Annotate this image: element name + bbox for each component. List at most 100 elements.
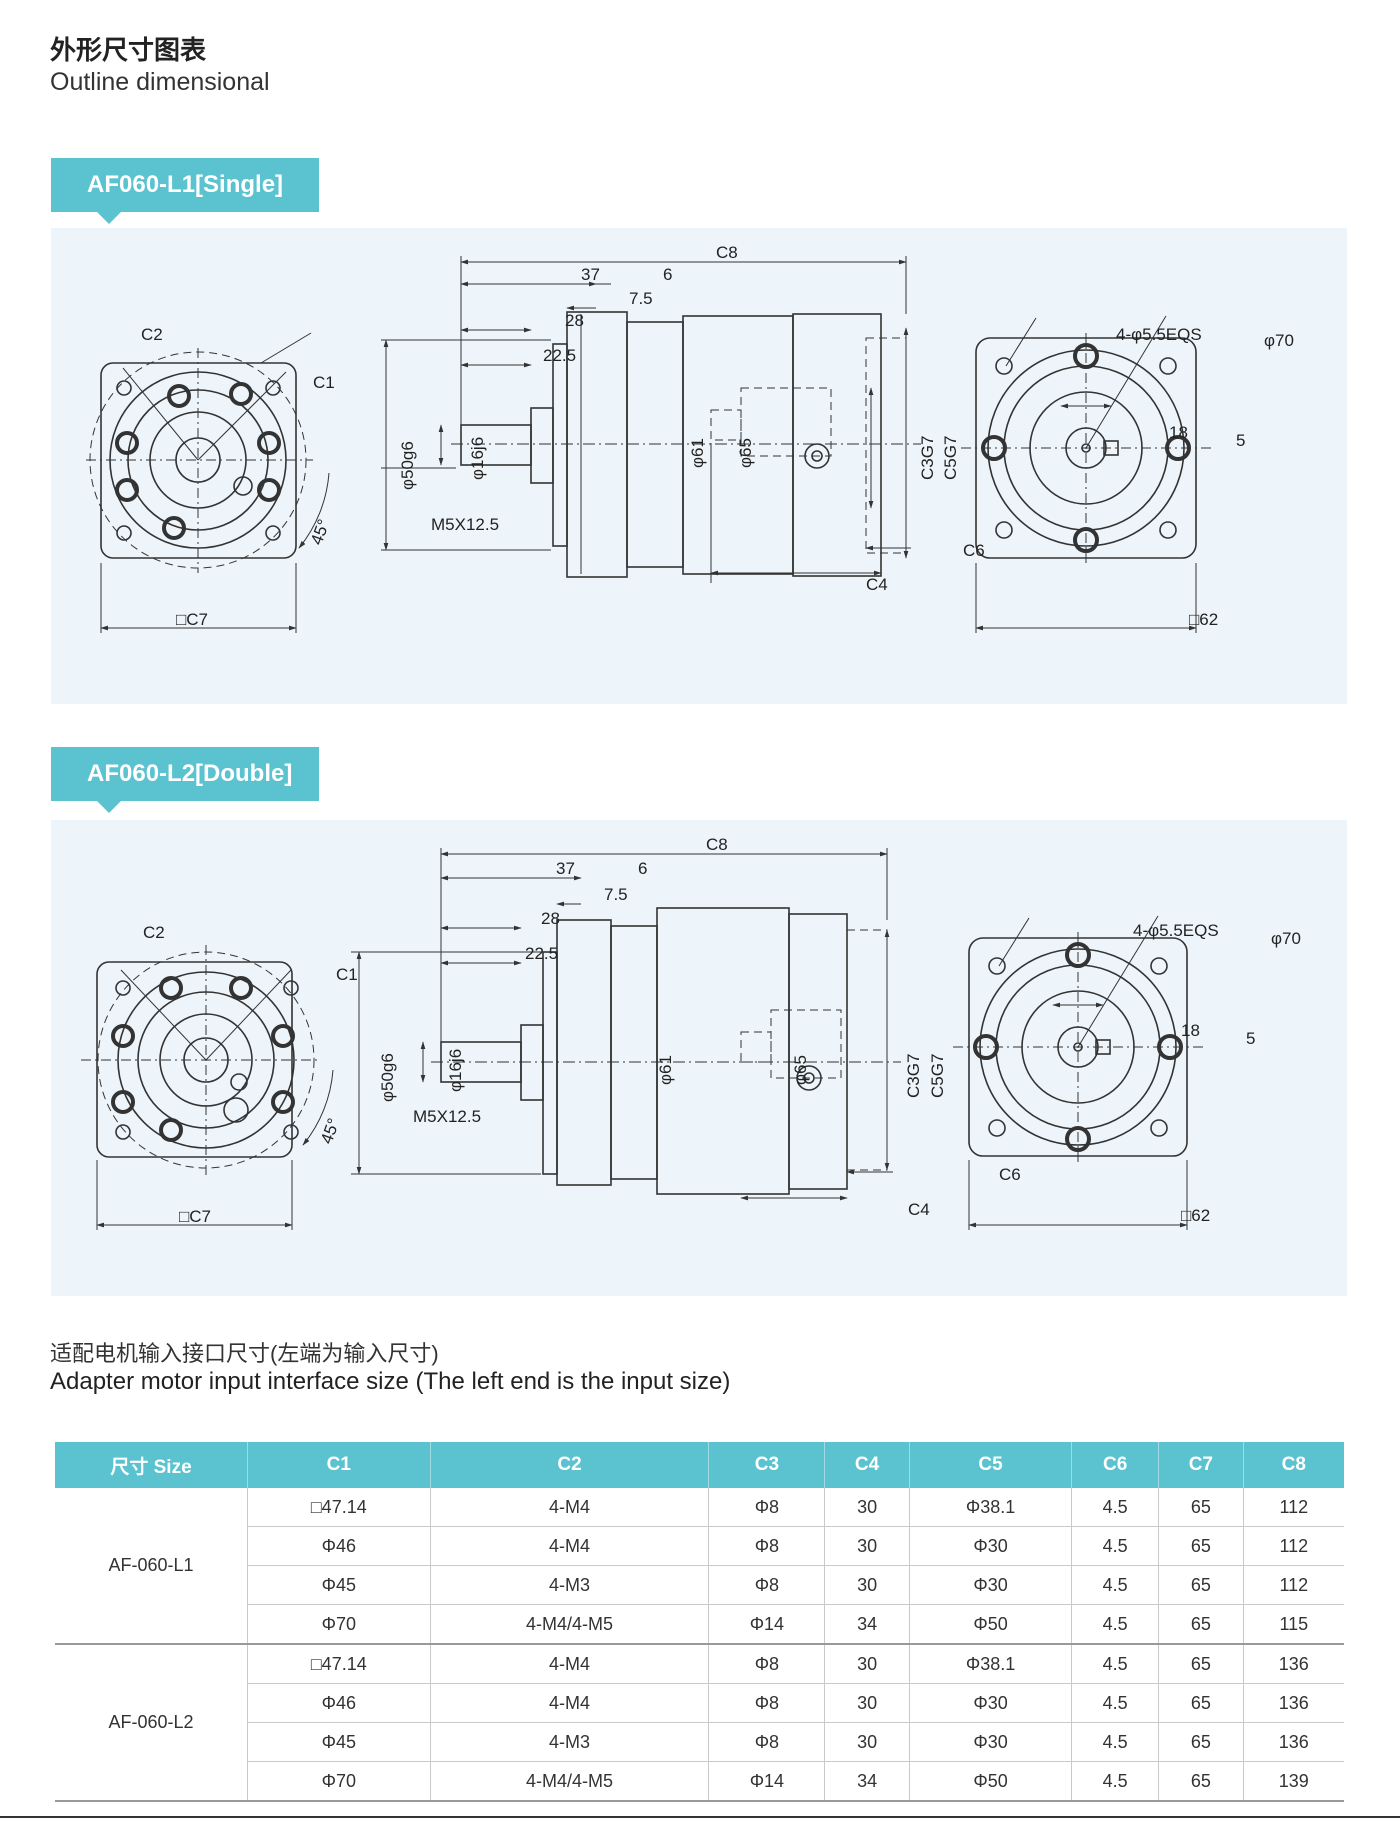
table-cell: 30 xyxy=(824,1683,910,1723)
table-cell: 65 xyxy=(1158,1761,1244,1802)
label-c2: C2 xyxy=(143,923,165,942)
table-cell: Φ8 xyxy=(708,1683,826,1723)
table-cell: Φ46 xyxy=(247,1526,431,1566)
table-cell: Φ70 xyxy=(247,1761,431,1802)
header-c5: C5 xyxy=(909,1442,1073,1488)
table-cell: 65 xyxy=(1158,1565,1244,1605)
table-cell: 136 xyxy=(1243,1644,1344,1684)
label-7-5: 7.5 xyxy=(604,885,628,904)
table-cell: 65 xyxy=(1158,1722,1244,1762)
table-cell: Φ8 xyxy=(708,1488,826,1527)
table-cell: 30 xyxy=(824,1644,910,1684)
label-c5: C5G7 xyxy=(928,1054,947,1098)
label-22-5: 22.5 xyxy=(525,944,558,963)
table-cell: Φ8 xyxy=(708,1722,826,1762)
label-c6: C6 xyxy=(999,1165,1021,1184)
label-6: 6 xyxy=(663,265,672,284)
label-37: 37 xyxy=(556,859,575,878)
table-cell: 4.5 xyxy=(1071,1488,1160,1527)
table-cell: Φ45 xyxy=(247,1722,431,1762)
table-cell: 4-M4/4-M5 xyxy=(430,1761,710,1802)
table-cell: Φ30 xyxy=(909,1683,1073,1723)
table-cell: Φ70 xyxy=(247,1604,431,1645)
header-c4: C4 xyxy=(824,1442,910,1488)
table-cell: 112 xyxy=(1243,1526,1344,1566)
table-cell: 4-M4 xyxy=(430,1683,710,1723)
label-phi16: φ16j6 xyxy=(446,1049,465,1092)
label-62: □62 xyxy=(1181,1206,1210,1225)
table-cell: 4.5 xyxy=(1071,1722,1160,1762)
drawing-panel-single: C2 C1 45° □C7 C8 37 6 7.5 28 22.5 φ50g6 … xyxy=(51,228,1347,704)
table-cell: 4-M3 xyxy=(430,1565,710,1605)
table-cell: Φ30 xyxy=(909,1526,1073,1566)
table-header-row: 尺寸 Size C1 C2 C3 C4 C5 C6 C7 C8 xyxy=(55,1442,1344,1488)
label-m5: M5X12.5 xyxy=(431,515,499,534)
page-title-en: Outline dimensional xyxy=(50,68,270,96)
header-c1: C1 xyxy=(247,1442,431,1488)
header-c6: C6 xyxy=(1071,1442,1160,1488)
label-c4: C4 xyxy=(908,1200,930,1219)
table-cell: Φ14 xyxy=(708,1604,826,1645)
model-cell: AF-060-L1 xyxy=(55,1488,248,1645)
table-cell: 4.5 xyxy=(1071,1644,1160,1684)
label-c8: C8 xyxy=(706,835,728,854)
label-phi50: φ50g6 xyxy=(378,1053,397,1102)
table-cell: 30 xyxy=(824,1565,910,1605)
table-cell: Φ14 xyxy=(708,1761,826,1802)
table-cell: 136 xyxy=(1243,1683,1344,1723)
label-5: 5 xyxy=(1246,1029,1255,1048)
page-title-zh: 外形尺寸图表 xyxy=(50,35,207,65)
table-cell: 112 xyxy=(1243,1488,1344,1527)
label-6: 6 xyxy=(638,859,647,878)
table-cell: 4-M3 xyxy=(430,1722,710,1762)
table-cell: □47.14 xyxy=(247,1644,431,1684)
table-cell: 34 xyxy=(824,1761,910,1802)
label-c3: C3G7 xyxy=(918,436,937,480)
header-c7: C7 xyxy=(1158,1442,1244,1488)
table-cell: 65 xyxy=(1158,1488,1244,1527)
table-cell: □47.14 xyxy=(247,1488,431,1527)
table-cell: Φ38.1 xyxy=(909,1488,1073,1527)
drawing-tag-double: AF060-L2[Double] xyxy=(51,747,319,813)
front-view xyxy=(86,332,330,633)
table-cell: 65 xyxy=(1158,1604,1244,1645)
label-holes: 4-φ5.5EQS xyxy=(1116,325,1202,344)
label-phi70: φ70 xyxy=(1264,331,1294,350)
section-title-zh: 适配电机输入接口尺寸(左端为输入尺寸) xyxy=(50,1341,439,1366)
header-c8: C8 xyxy=(1243,1442,1344,1488)
table-cell: 4.5 xyxy=(1071,1761,1160,1802)
table-cell: 4.5 xyxy=(1071,1526,1160,1566)
table-cell: Φ8 xyxy=(708,1644,826,1684)
front-view xyxy=(81,945,334,1230)
label-phi61: φ61 xyxy=(656,1055,675,1085)
side-view xyxy=(381,256,921,583)
label-angle: 45° xyxy=(317,1116,344,1147)
header-c3: C3 xyxy=(708,1442,826,1488)
label-7-5: 7.5 xyxy=(629,289,653,308)
label-c8: C8 xyxy=(716,243,738,262)
label-c7: □C7 xyxy=(179,1207,211,1226)
table-cell: 139 xyxy=(1243,1761,1344,1802)
table-cell: Φ8 xyxy=(708,1526,826,1566)
section-title-en: Adapter motor input interface size (The … xyxy=(50,1368,731,1395)
table-cell: 4.5 xyxy=(1071,1604,1160,1645)
label-phi65: φ65 xyxy=(736,438,755,468)
table-cell: Φ45 xyxy=(247,1565,431,1605)
label-c1: C1 xyxy=(313,373,335,392)
outline-drawing-double: C2 C1 45° □C7 C8 37 6 7.5 28 22.5 φ50g6 … xyxy=(81,835,1301,1230)
table-cell: 30 xyxy=(824,1526,910,1566)
label-phi70: φ70 xyxy=(1271,929,1301,948)
table-cell: 136 xyxy=(1243,1722,1344,1762)
label-22-5: 22.5 xyxy=(543,346,576,365)
table-cell: 4-M4 xyxy=(430,1526,710,1566)
label-18: 18 xyxy=(1169,423,1188,442)
side-view xyxy=(351,848,901,1201)
label-28: 28 xyxy=(565,311,584,330)
label-28: 28 xyxy=(541,909,560,928)
